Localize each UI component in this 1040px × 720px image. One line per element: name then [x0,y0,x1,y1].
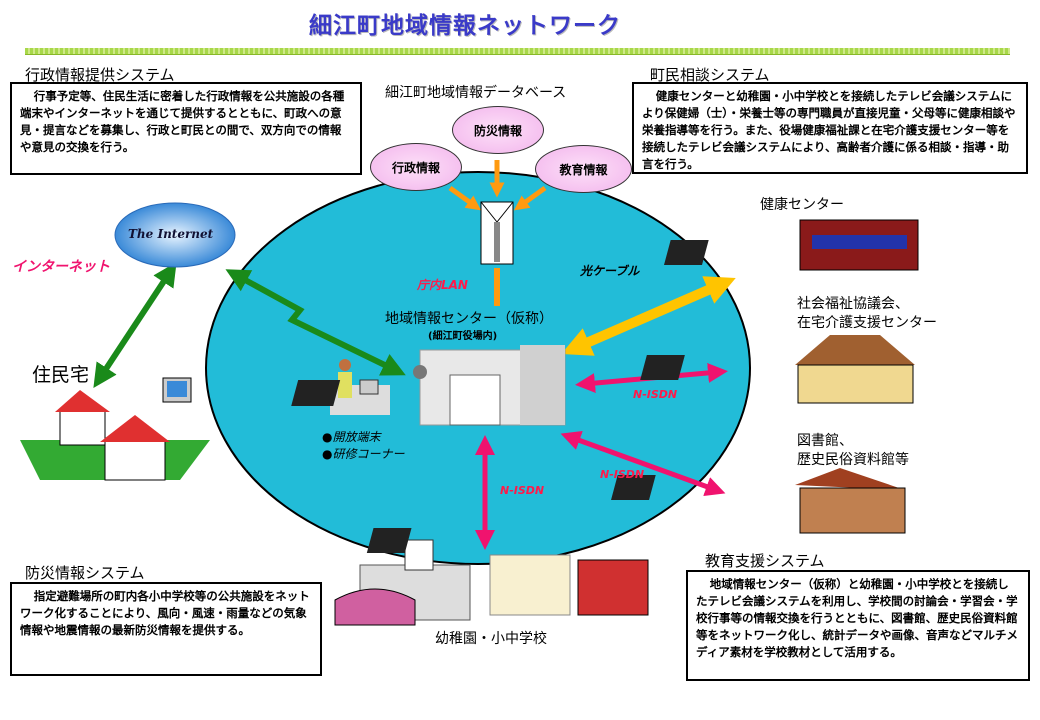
health-label: 健康センター [760,197,844,213]
health-center-icon [663,219,919,271]
admin-description: 行事予定等、住民生活に密着した行政情報を公共施設の各種端末やインターネットを通じ… [10,82,362,175]
education-text: 地域情報センター（仮称）と幼稚園・小中学校とを接続したテレビ会議システムを利用し… [696,577,1018,659]
internet-globe-icon [114,202,236,268]
internet-globe-text: The Internet [128,227,214,241]
isdn-link-library [560,431,726,496]
admin-heading: 行政情報提供システム [25,66,175,84]
welfare-label-2: 在宅介護支援センター [797,315,937,331]
feature-training: ●研修コーナー [322,447,405,461]
title-divider [25,48,1010,55]
center-name: 地域情報センター（仮称） [385,311,553,327]
lan-line [494,268,500,306]
disaster-text: 指定避難場所の町内各小中学校等の公共施設をネットワーク化することにより、風向・風… [20,589,310,637]
feature-terminals: ●開放端末 [322,430,381,444]
db-disaster: 防災情報 [452,106,544,154]
library-icon [611,468,906,534]
internet-label: インターネット [12,259,110,275]
education-heading: 教育支援システム [705,552,825,570]
db-arrow [513,185,547,211]
isdn-label-welfare: N-ISDN [633,388,678,401]
library-label-2: 歴史民俗資料館等 [797,452,909,468]
database-label: 細江町地域情報データベース [385,85,567,101]
disaster-heading: 防災情報システム [25,564,145,582]
consult-text: 健康センターと幼稚園・小中学校とを接続したテレビ会議システムにより保健婦（士）・… [642,89,1016,171]
homes-icon [20,377,210,481]
consult-description: 健康センターと幼稚園・小中学校とを接続したテレビ会議システムにより保健婦（士）・… [632,82,1028,174]
isdn-label-library: N-ISDN [600,468,645,481]
server-icon [480,201,514,265]
home-internet-link [93,261,177,389]
homes-label: 住民宅 [32,364,90,386]
schools-label: 幼稚園・小中学校 [435,631,547,647]
internet-center-link [225,269,406,376]
info-center-building-icon [291,345,566,426]
page-title: 細江町地域情報ネットワーク [309,13,621,39]
db-education: 教育情報 [535,145,632,193]
education-description: 地域情報センター（仮称）と幼稚園・小中学校とを接続したテレビ会議システムを利用し… [686,570,1030,681]
db-admin: 行政情報 [370,143,462,191]
center-sub: (細江町役場内) [428,331,498,342]
fiber-label: 光ケーブル [580,264,640,278]
consult-heading: 町民相談システム [650,66,770,84]
fiber-link [561,276,736,356]
schools-icon [334,528,649,626]
db-arrow [448,185,482,211]
welfare-center-icon [640,335,915,404]
admin-text: 行事予定等、住民生活に密着した行政情報を公共施設の各種端末やインターネットを通じ… [20,89,345,154]
library-label-1: 図書館、 [797,433,853,449]
disaster-description: 指定避難場所の町内各小中学校等の公共施設をネットワーク化することにより、風向・風… [10,582,322,676]
isdn-label-schools: N-ISDN [500,484,545,497]
welfare-label-1: 社会福祉協議会、 [797,296,909,312]
lan-label: 庁内LAN [417,278,468,292]
